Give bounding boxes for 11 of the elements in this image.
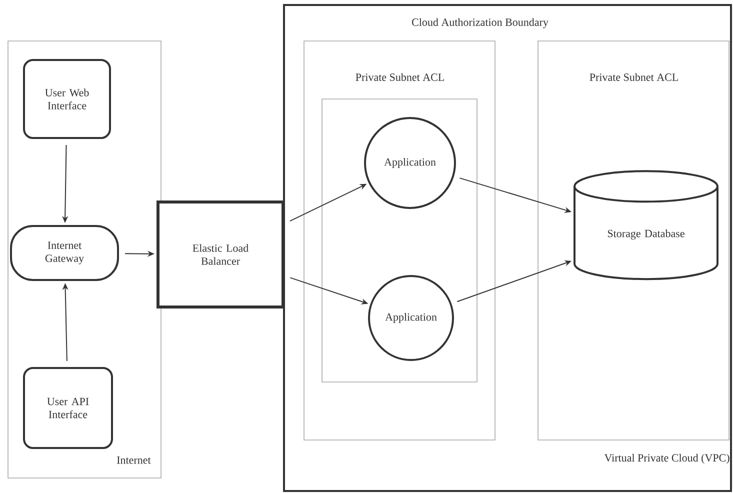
load-balancer-box: Elastic Load Balancer <box>156 200 284 308</box>
database-cylinder: Storage Database <box>574 170 718 280</box>
region-box <box>322 98 478 382</box>
interface-box: User API Interface <box>23 367 113 449</box>
gateway-pill: Internet Gateway <box>10 225 119 281</box>
boundary-label: Virtual Private Cloud (VPC) <box>604 454 730 464</box>
interface-box: User Web Interface <box>23 59 111 139</box>
region-label: Private Subnet ACL <box>356 73 444 81</box>
region-label: Internet <box>117 456 151 464</box>
region-label: Private Subnet ACL <box>590 73 678 81</box>
boundary-label: Cloud Authorization Boundary <box>412 18 548 28</box>
